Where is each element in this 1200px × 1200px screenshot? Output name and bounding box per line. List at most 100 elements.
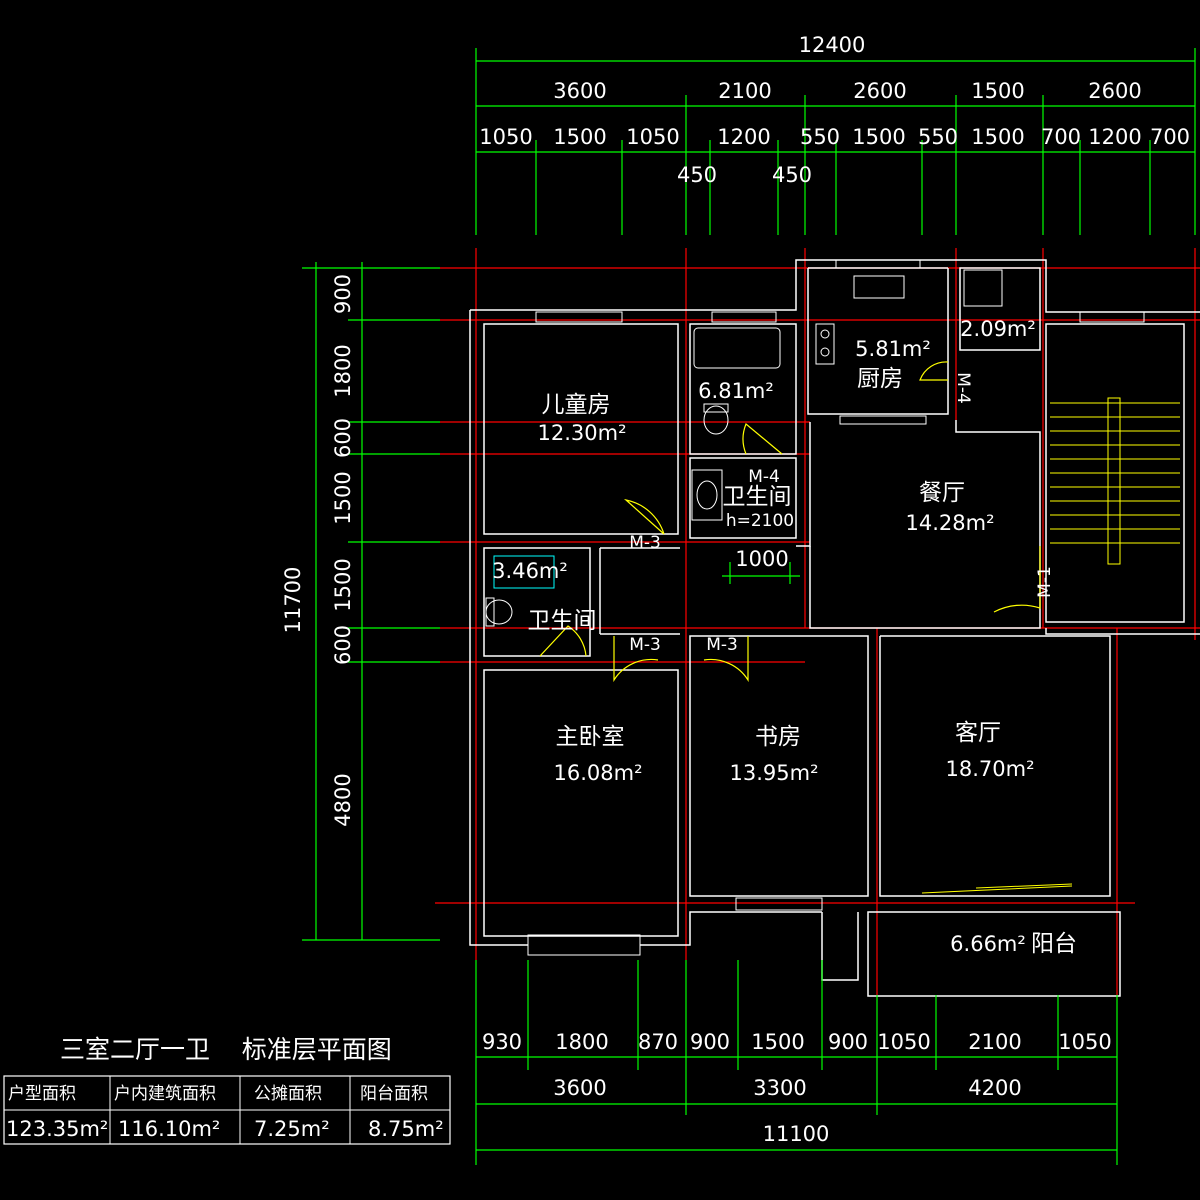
dim-top-row1: 3600 2100 2600 1500 2600 bbox=[553, 79, 1141, 103]
windows bbox=[527, 259, 1145, 956]
room-area: 13.95m² bbox=[730, 761, 819, 785]
dim-text: 900 bbox=[690, 1030, 730, 1054]
doors bbox=[539, 361, 1041, 683]
table-header: 户内建筑面积 bbox=[114, 1084, 216, 1104]
room-name: 厨房 bbox=[857, 366, 903, 392]
room-master-bedroom: 主卧室 16.08m² bbox=[554, 724, 643, 785]
room-study: 书房 13.95m² bbox=[730, 724, 819, 785]
dim-bottom-row1: 930 1800 870 900 1500 900 1050 2100 1050 bbox=[482, 1030, 1112, 1054]
room-area: 18.70m² bbox=[946, 757, 1035, 781]
room-utility: 2.09m² bbox=[960, 317, 1036, 341]
washbasin-icon bbox=[691, 469, 723, 521]
room-name: 主卧室 bbox=[556, 724, 625, 750]
dim-text: 1500 bbox=[751, 1030, 804, 1054]
door-label-m3: M-3 bbox=[706, 635, 738, 655]
room-balcony: 6.66m² 阳台 bbox=[950, 931, 1077, 957]
dim-text: 1050 bbox=[626, 125, 679, 149]
room-name: 卫生间 bbox=[723, 484, 792, 510]
dim-text: 4800 bbox=[331, 773, 355, 826]
dim-text: 1200 bbox=[717, 125, 770, 149]
dim-text: 1500 bbox=[971, 125, 1024, 149]
room-area: 3.46m² bbox=[492, 559, 568, 583]
room-area: 6.81m² bbox=[698, 379, 774, 403]
dim-text: 2600 bbox=[853, 79, 906, 103]
staircase bbox=[1050, 397, 1180, 565]
table-cell: 116.10m² bbox=[118, 1117, 220, 1141]
height-label: h=2100 bbox=[726, 511, 794, 531]
door-label-m3: M-3 bbox=[629, 635, 661, 655]
toilet-icon bbox=[703, 405, 729, 435]
dim-text: 450 bbox=[772, 163, 812, 187]
door-label-m3: M-3 bbox=[629, 533, 661, 553]
dim-text: 1500 bbox=[971, 79, 1024, 103]
dim-text: 550 bbox=[918, 125, 958, 149]
walls bbox=[469, 259, 1200, 997]
summary-table: 户型面积 户内建筑面积 公摊面积 阳台面积 123.35m² 116.10m² … bbox=[3, 1075, 451, 1145]
room-kitchen: 5.81m² 厨房 bbox=[855, 337, 931, 392]
dim-text: 870 bbox=[638, 1030, 678, 1054]
dim-text: 1500 bbox=[331, 471, 355, 524]
door-label-m1: M-1 bbox=[1035, 566, 1055, 598]
dim-text: 600 bbox=[331, 418, 355, 458]
small-toilet-icon bbox=[485, 599, 513, 625]
room-bath-main: 6.81m² M-4 卫生间 h=2100 bbox=[698, 379, 794, 531]
dim-text: 600 bbox=[331, 625, 355, 665]
dim-text: 1500 bbox=[553, 125, 606, 149]
room-dining: 餐厅 14.28m² bbox=[906, 480, 995, 535]
room-living: 客厅 18.70m² bbox=[946, 720, 1035, 781]
fixtures bbox=[485, 269, 1003, 627]
dim-top-total: 12400 bbox=[799, 33, 866, 57]
room-name: 阳台 bbox=[1031, 931, 1077, 957]
dim-text: 900 bbox=[828, 1030, 868, 1054]
dim-text: 450 bbox=[677, 163, 717, 187]
door-label-m4: M-4 bbox=[953, 372, 973, 404]
dim-bottom-row2: 3600 3300 4200 bbox=[553, 1076, 1021, 1100]
room-name: 书房 bbox=[755, 724, 801, 750]
room-name: 餐厅 bbox=[919, 480, 965, 506]
dim-text: 3600 bbox=[553, 79, 606, 103]
table-cell: 123.35m² bbox=[6, 1117, 108, 1141]
dim-text: 4200 bbox=[968, 1076, 1021, 1100]
table-header: 阳台面积 bbox=[360, 1084, 428, 1104]
dim-text: 930 bbox=[482, 1030, 522, 1054]
dim-text: 3600 bbox=[553, 1076, 606, 1100]
table-cell: 7.25m² bbox=[254, 1117, 330, 1141]
washer-icon bbox=[963, 269, 1003, 307]
dim-wc-door: 1000 bbox=[735, 547, 788, 571]
table-header: 户型面积 bbox=[8, 1084, 76, 1104]
room-bath-small: 3.46m² 卫生间 bbox=[492, 559, 596, 634]
dim-text: 1050 bbox=[877, 1030, 930, 1054]
room-name: 卫生间 bbox=[528, 608, 597, 634]
bathtub-icon bbox=[693, 327, 781, 369]
sink-icon bbox=[853, 275, 905, 299]
stove-icon bbox=[815, 323, 835, 365]
room-children: 儿童房 12.30m² bbox=[538, 392, 627, 445]
door-label: M-4 bbox=[748, 467, 780, 487]
dim-text: 1050 bbox=[1058, 1030, 1111, 1054]
dim-text: 900 bbox=[331, 274, 355, 314]
dim-text: 550 bbox=[800, 125, 840, 149]
dim-text: 1800 bbox=[331, 344, 355, 397]
dim-left-parts: 900 1800 600 1500 1500 600 4800 bbox=[331, 274, 355, 827]
dimension-lines bbox=[302, 48, 1196, 1165]
room-area: 12.30m² bbox=[538, 421, 627, 445]
dim-text: 1500 bbox=[331, 558, 355, 611]
dim-text: 3300 bbox=[753, 1076, 806, 1100]
dim-text: 700 bbox=[1150, 125, 1190, 149]
room-area: 6.66m² bbox=[950, 932, 1026, 956]
dim-text: 1050 bbox=[479, 125, 532, 149]
room-name: 客厅 bbox=[955, 720, 1001, 746]
room-area: 16.08m² bbox=[554, 761, 643, 785]
room-area: 2.09m² bbox=[960, 317, 1036, 341]
dim-text: 1200 bbox=[1088, 125, 1141, 149]
dim-bottom-total: 11100 bbox=[763, 1122, 830, 1146]
table-header: 公摊面积 bbox=[254, 1084, 322, 1104]
dim-text: 1500 bbox=[852, 125, 905, 149]
room-name: 儿童房 bbox=[542, 392, 611, 418]
dim-text: 2100 bbox=[968, 1030, 1021, 1054]
dim-text: 700 bbox=[1041, 125, 1081, 149]
dim-left-total: 11700 bbox=[281, 567, 305, 634]
dim-text: 2100 bbox=[718, 79, 771, 103]
room-area: 5.81m² bbox=[855, 337, 931, 361]
